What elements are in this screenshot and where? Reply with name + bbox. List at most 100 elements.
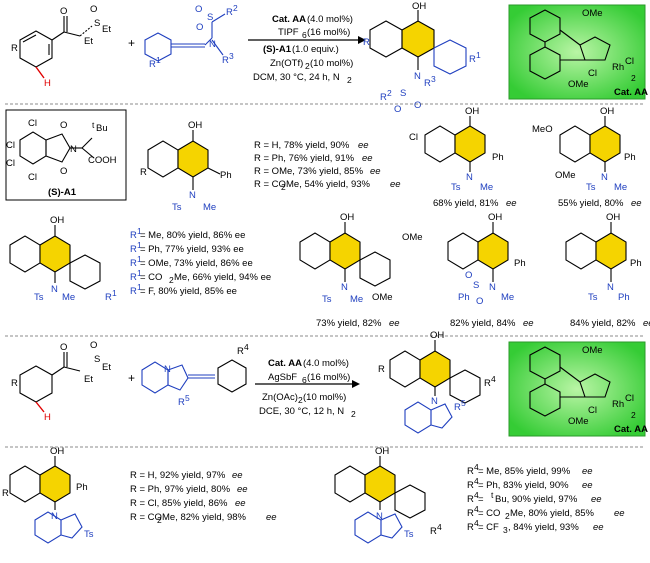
svg-text:Me: Me bbox=[62, 292, 75, 303]
svg-text:Cl: Cl bbox=[409, 132, 418, 143]
product-general-4: OH N Ts R 4 bbox=[334, 446, 442, 544]
svg-text:Ph: Ph bbox=[458, 292, 470, 303]
svg-text:TIPF: TIPF bbox=[278, 27, 299, 38]
svg-text:2: 2 bbox=[387, 88, 392, 98]
svg-text:2: 2 bbox=[305, 61, 310, 71]
svg-text:OH: OH bbox=[340, 212, 354, 223]
svg-text:= OMe, 73% yield, 86% ee: = OMe, 73% yield, 86% ee bbox=[140, 258, 253, 269]
svg-text:ee: ee bbox=[362, 153, 373, 164]
svg-text:OMe: OMe bbox=[372, 292, 393, 303]
svg-text:(10 mol%): (10 mol%) bbox=[303, 392, 346, 403]
svg-text:= CF: = CF bbox=[478, 522, 499, 533]
svg-text:OH: OH bbox=[465, 106, 479, 117]
reaction2-arrow-conditions: Cat. AA (4.0 mol%) AgSbF 6 (16 mol%) Zn(… bbox=[255, 358, 360, 419]
svg-text:O: O bbox=[60, 342, 67, 353]
reaction2-substrate-indolyl-alkyne: N R 5 R 4 bbox=[141, 342, 249, 408]
svg-text:ee: ee bbox=[237, 484, 248, 495]
catalyst-label: Cat. AA bbox=[272, 14, 306, 25]
svg-text:AgSbF: AgSbF bbox=[268, 372, 297, 383]
svg-text:1: 1 bbox=[137, 254, 142, 264]
svg-text:Cat. AA: Cat. AA bbox=[614, 424, 648, 435]
svg-text:OMe: OMe bbox=[568, 79, 589, 90]
svg-text:Rh: Rh bbox=[612, 62, 624, 73]
svg-text:N: N bbox=[376, 511, 383, 522]
svg-text:R: R bbox=[140, 167, 147, 178]
reaction2-substrate-sulfoxonium: R O S O Et Et H bbox=[11, 340, 111, 423]
svg-text:N: N bbox=[51, 511, 58, 522]
svg-text:N: N bbox=[341, 282, 348, 293]
product-general-2: OH N Ts Me R 1 bbox=[9, 215, 117, 303]
label-s: S bbox=[94, 18, 100, 29]
svg-text:OH: OH bbox=[606, 212, 620, 223]
svg-text:Cl: Cl bbox=[588, 68, 597, 79]
auxiliary-s-a1-box: Cl Cl Cl Cl O O N t Bu COOH (S)-A1 bbox=[5, 109, 127, 201]
svg-text:COOH: COOH bbox=[88, 155, 117, 166]
svg-text:Ts: Ts bbox=[451, 182, 461, 193]
svg-text:Et: Et bbox=[102, 362, 111, 373]
svg-text:Cl: Cl bbox=[625, 56, 634, 67]
svg-text:R: R bbox=[424, 78, 431, 89]
svg-text:Ts: Ts bbox=[588, 292, 598, 303]
svg-text:Ts: Ts bbox=[34, 292, 44, 303]
svg-text:R = CO: R = CO bbox=[254, 179, 286, 190]
svg-text:(16 mol%): (16 mol%) bbox=[307, 372, 350, 383]
svg-text:R: R bbox=[130, 258, 137, 269]
svg-text:OH: OH bbox=[488, 212, 502, 223]
svg-text:= Me, 80% yield, 86% ee: = Me, 80% yield, 86% ee bbox=[140, 230, 245, 241]
label-r: R bbox=[11, 43, 18, 54]
svg-text:R: R bbox=[222, 55, 229, 66]
svg-text:O: O bbox=[414, 100, 421, 111]
table1: R = H, 78% yield, 90% ee R = Ph, 76% yie… bbox=[254, 140, 401, 192]
svg-text:DCM, 30 °C, 24 h, N: DCM, 30 °C, 24 h, N bbox=[253, 72, 340, 83]
svg-text:OMe: OMe bbox=[568, 416, 589, 427]
svg-text:Me: Me bbox=[501, 292, 514, 303]
svg-text:2: 2 bbox=[157, 515, 162, 525]
svg-text:R: R bbox=[378, 364, 385, 375]
svg-text:Ts: Ts bbox=[172, 202, 182, 213]
svg-text:N: N bbox=[209, 39, 216, 50]
svg-text:R = H, 78% yield, 90%: R = H, 78% yield, 90% bbox=[254, 140, 350, 151]
svg-text:2: 2 bbox=[631, 410, 636, 420]
svg-text:Ph: Ph bbox=[514, 258, 526, 269]
svg-text:(S)-A1: (S)-A1 bbox=[263, 44, 292, 55]
svg-text:ee: ee bbox=[390, 179, 401, 190]
svg-text:R: R bbox=[363, 37, 370, 48]
svg-text:Cl: Cl bbox=[6, 140, 15, 151]
svg-text:DCE, 30 °C, 12 h, N: DCE, 30 °C, 12 h, N bbox=[259, 406, 344, 417]
svg-text:OMe: OMe bbox=[582, 8, 603, 19]
svg-text:Ph: Ph bbox=[76, 482, 88, 493]
svg-text:R = CO: R = CO bbox=[130, 512, 162, 523]
svg-text:1: 1 bbox=[137, 226, 142, 236]
svg-text:t: t bbox=[92, 120, 95, 130]
svg-text:R: R bbox=[226, 7, 233, 18]
svg-text:2: 2 bbox=[631, 73, 636, 83]
svg-text:ee: ee bbox=[266, 512, 277, 523]
svg-text:R: R bbox=[130, 244, 137, 255]
svg-text:2: 2 bbox=[351, 409, 356, 419]
svg-text:Me, 80% yield, 85%: Me, 80% yield, 85% bbox=[510, 508, 595, 519]
reaction1-arrow-conditions: Cat. AA (4.0 mol%) TIPF 6 (16 mol%) (S)-… bbox=[248, 14, 366, 85]
svg-text:ee: ee bbox=[614, 508, 625, 519]
svg-text:Ts: Ts bbox=[586, 182, 596, 193]
svg-text:O: O bbox=[60, 166, 67, 177]
svg-text:6: 6 bbox=[302, 375, 307, 385]
svg-text:4: 4 bbox=[474, 518, 479, 528]
svg-text:N: N bbox=[414, 71, 421, 82]
svg-text:55% yield, 80%: 55% yield, 80% bbox=[558, 198, 624, 209]
svg-text:R: R bbox=[11, 378, 18, 389]
svg-text:OH: OH bbox=[50, 446, 64, 457]
svg-text:OH: OH bbox=[375, 446, 389, 457]
svg-text:S: S bbox=[400, 88, 406, 99]
svg-text:ee: ee bbox=[232, 470, 243, 481]
svg-text:3: 3 bbox=[229, 51, 234, 61]
svg-text:(10 mol%): (10 mol%) bbox=[310, 58, 353, 69]
svg-text:R = H, 92% yield, 97%: R = H, 92% yield, 97% bbox=[130, 470, 226, 481]
svg-text:ee: ee bbox=[370, 166, 381, 177]
product-p3: OH OMe OMe N Ts Me 73% yield, 82% ee bbox=[299, 212, 423, 329]
svg-text:R: R bbox=[105, 292, 112, 303]
svg-text:Ts: Ts bbox=[322, 294, 332, 305]
svg-text:R = Ph, 76% yield, 91%: R = Ph, 76% yield, 91% bbox=[254, 153, 355, 164]
product-p4: OH Ph N S Ph Me O O 82% yield, 84% ee bbox=[447, 212, 534, 329]
svg-text:+: + bbox=[128, 36, 135, 50]
